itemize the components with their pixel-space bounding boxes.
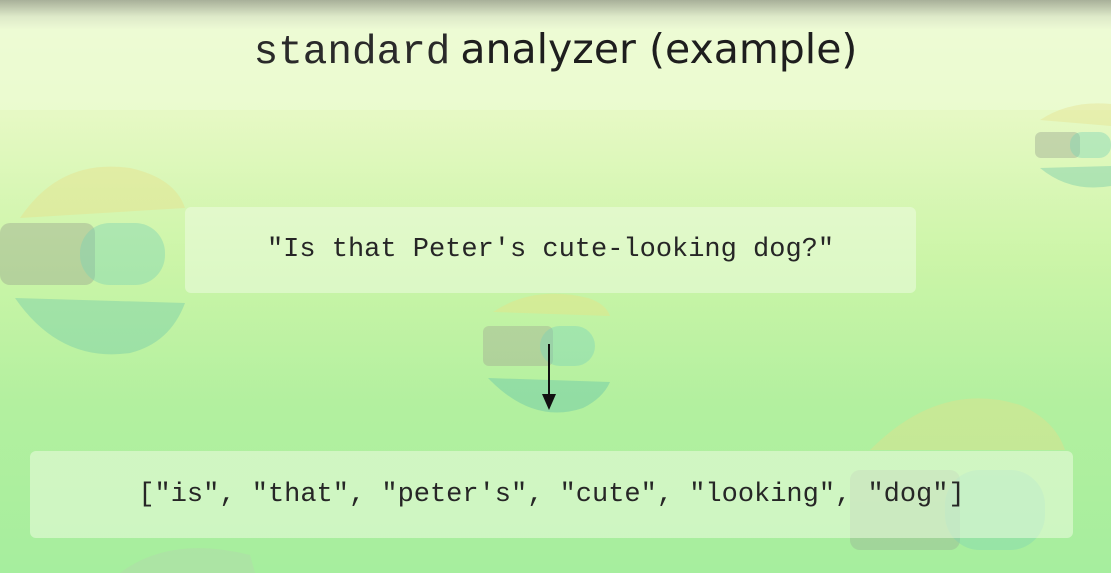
- elastic-logo-watermark-right-top: [1035, 103, 1111, 188]
- down-arrow-icon: [542, 344, 556, 410]
- output-tokens: ["is", "that", "peter's", "cute", "looki…: [138, 479, 965, 510]
- elastic-logo-watermark-left: [0, 166, 185, 355]
- output-tokens-box: ["is", "that", "peter's", "cute", "looki…: [30, 451, 1073, 538]
- input-text: "Is that Peter's cute-looking dog?": [266, 235, 835, 265]
- title-text-part: analyzer (example): [460, 25, 858, 73]
- input-text-box: "Is that Peter's cute-looking dog?": [185, 207, 916, 293]
- elastic-logo-watermark-bottom-left: [120, 548, 255, 573]
- title-code-part: standard: [253, 30, 451, 76]
- header-band: [0, 0, 1111, 110]
- top-shade: [0, 0, 1111, 30]
